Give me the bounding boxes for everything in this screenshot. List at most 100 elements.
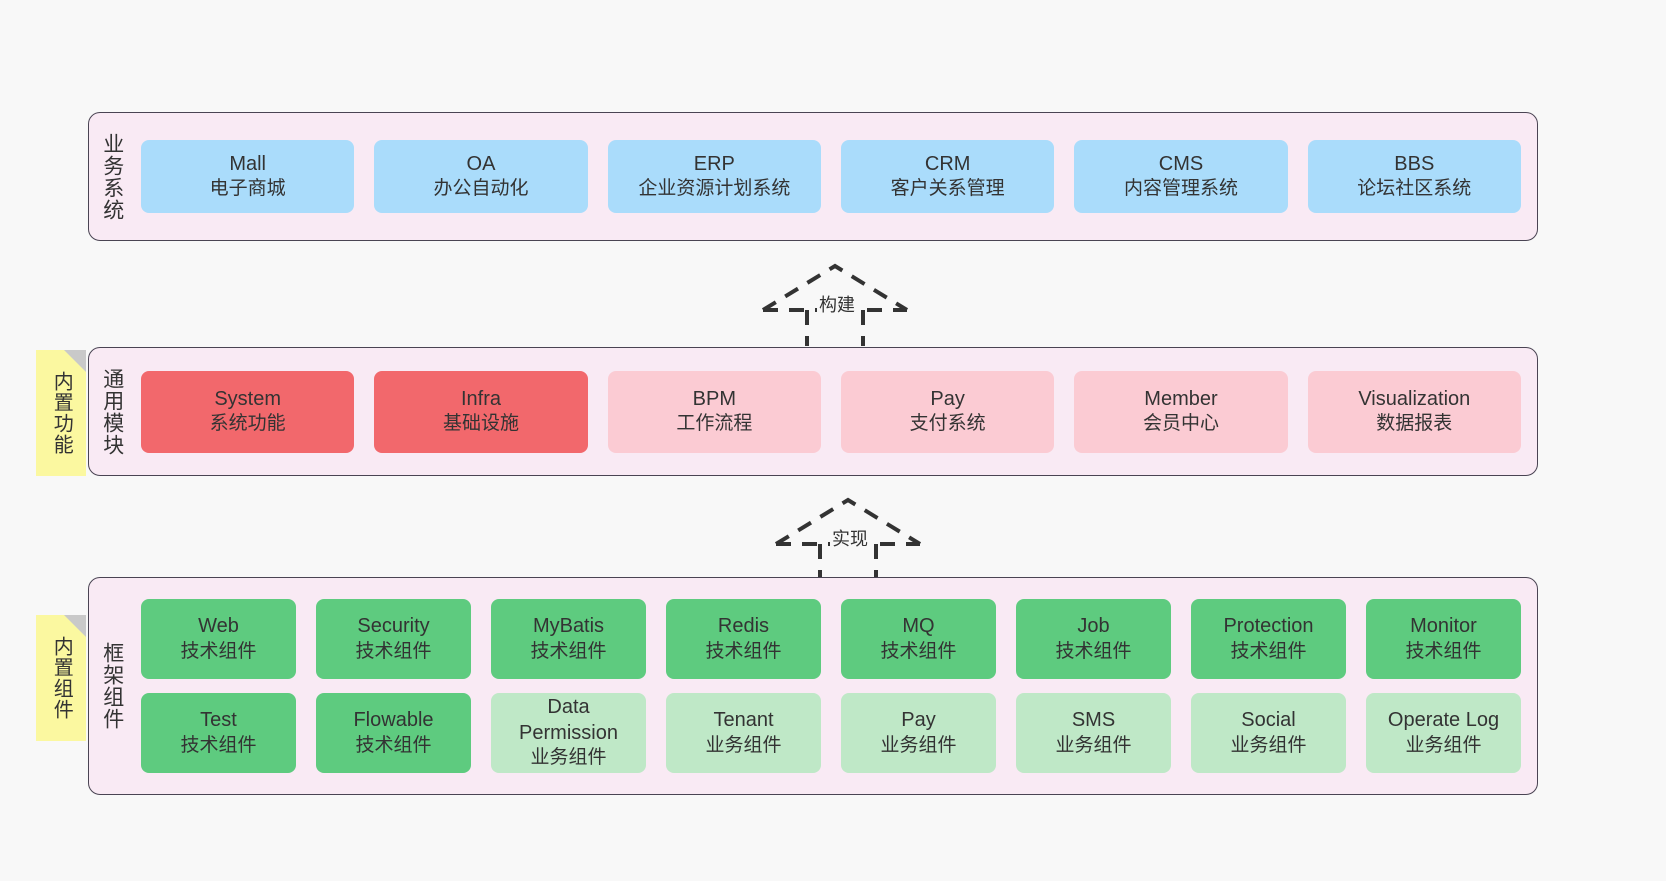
card-title: Job <box>1077 615 1110 638</box>
card-title: Visualization <box>1358 387 1471 410</box>
card-mq[interactable]: MQ 技术组件 <box>841 599 996 679</box>
card-subtitle: 系统功能 <box>209 413 286 435</box>
card-erp[interactable]: ERP 企业资源计划系统 <box>607 140 821 213</box>
layer-framework-components: 框架组件 Web 技术组件 Security 技术组件 MyBatis 技术组件… <box>88 577 1538 795</box>
layer-business-systems: 业务系统 Mall 电子商城 OA 办公自动化 ERP 企业资源计划系统 CRM… <box>88 112 1538 241</box>
card-system[interactable]: System 系统功能 <box>141 370 355 453</box>
card-crm[interactable]: CRM 客户关系管理 <box>840 140 1055 213</box>
card-title: Social <box>1241 709 1296 732</box>
card-oa[interactable]: OA 办公自动化 <box>374 140 588 213</box>
card-title: Redis <box>717 615 770 638</box>
card-row: Web 技术组件 Security 技术组件 MyBatis 技术组件 Redi… <box>141 599 1521 679</box>
card-mall[interactable]: Mall 电子商城 <box>141 140 355 213</box>
card-subtitle: 业务组件 <box>530 747 607 769</box>
layer-caption-business-systems: 业务系统 <box>100 132 124 221</box>
card-subtitle: 技术组件 <box>880 640 957 662</box>
card-subtitle: 电子商城 <box>209 178 286 200</box>
sticky-note-builtin-features: 内置功能 <box>36 350 86 476</box>
sticky-note-builtin-components: 内置组件 <box>36 615 86 741</box>
card-protection[interactable]: Protection 技术组件 <box>1191 599 1346 679</box>
card-title: System <box>214 387 281 410</box>
card-title: MyBatis <box>532 615 605 638</box>
card-subtitle: 技术组件 <box>355 640 432 662</box>
card-operate-log[interactable]: Operate Log 业务组件 <box>1366 693 1521 773</box>
card-title: ERP <box>693 152 735 175</box>
card-subtitle: 客户关系管理 <box>890 178 1005 200</box>
card-member[interactable]: Member 会员中心 <box>1074 370 1288 453</box>
generalization-arrow-icon <box>761 263 909 346</box>
card-subtitle: 论坛社区系统 <box>1357 178 1472 200</box>
card-subtitle: 数据报表 <box>1376 413 1453 435</box>
card-subtitle: 企业资源计划系统 <box>638 178 791 200</box>
layer-caption-common-modules: 通用模块 <box>100 367 124 456</box>
card-social[interactable]: Social 业务组件 <box>1191 693 1346 773</box>
card-mybatis[interactable]: MyBatis 技术组件 <box>491 599 646 679</box>
card-row: Test 技术组件 Flowable 技术组件 Data Permission … <box>141 693 1521 773</box>
card-security[interactable]: Security 技术组件 <box>316 599 471 679</box>
page-fold-icon <box>64 615 86 637</box>
card-row: System 系统功能 Infra 基础设施 BPM 工作流程 Pay 支付系统… <box>141 370 1521 453</box>
card-title: Mall <box>229 152 266 175</box>
card-monitor[interactable]: Monitor 技术组件 <box>1366 599 1521 679</box>
card-flowable[interactable]: Flowable 技术组件 <box>316 693 471 773</box>
card-bpm[interactable]: BPM 工作流程 <box>607 370 821 453</box>
card-sms[interactable]: SMS 业务组件 <box>1016 693 1171 773</box>
card-subtitle: 业务组件 <box>880 734 957 756</box>
card-subtitle: 技术组件 <box>180 640 257 662</box>
card-subtitle: 基础设施 <box>442 413 519 435</box>
card-subtitle: 支付系统 <box>909 413 986 435</box>
layer-body-framework-components: Web 技术组件 Security 技术组件 MyBatis 技术组件 Redi… <box>135 578 1537 794</box>
card-subtitle: 业务组件 <box>1405 734 1482 756</box>
card-web[interactable]: Web 技术组件 <box>141 599 296 679</box>
card-subtitle: 内容管理系统 <box>1123 178 1238 200</box>
card-title: Protection <box>1223 615 1314 638</box>
card-title: Member <box>1144 387 1218 410</box>
card-title: Pay <box>901 709 936 732</box>
card-infra[interactable]: Infra 基础设施 <box>374 370 588 453</box>
card-subtitle: 技术组件 <box>530 640 607 662</box>
card-subtitle: 技术组件 <box>180 734 257 756</box>
card-title: Security <box>357 615 430 638</box>
card-cms[interactable]: CMS 内容管理系统 <box>1074 140 1288 213</box>
card-pay-module[interactable]: Pay 支付系统 <box>840 370 1055 453</box>
card-title: BPM <box>692 387 736 410</box>
card-tenant[interactable]: Tenant 业务组件 <box>666 693 821 773</box>
card-title: Tenant <box>713 709 774 732</box>
card-title: Web <box>198 615 239 638</box>
card-title: CMS <box>1158 152 1204 175</box>
layer-body-business-systems: Mall 电子商城 OA 办公自动化 ERP 企业资源计划系统 CRM 客户关系… <box>135 113 1537 240</box>
card-title: Data Permission <box>519 696 618 744</box>
card-title: OA <box>466 152 496 175</box>
connector-label: 构建 <box>817 291 857 317</box>
card-subtitle: 业务组件 <box>1055 734 1132 756</box>
card-subtitle: 技术组件 <box>355 734 432 756</box>
card-title: Monitor <box>1410 615 1477 638</box>
card-test[interactable]: Test 技术组件 <box>141 693 296 773</box>
sticky-note-label: 内置组件 <box>50 636 73 720</box>
card-title: MQ <box>902 615 935 638</box>
connector-label: 实现 <box>830 525 870 551</box>
card-title: SMS <box>1071 709 1116 732</box>
card-title: Pay <box>930 387 965 410</box>
layer-caption-framework-components: 框架组件 <box>100 642 124 730</box>
card-data-permission[interactable]: Data Permission 业务组件 <box>491 693 646 773</box>
connector-build: 构建 <box>755 258 915 346</box>
card-subtitle: 技术组件 <box>705 640 782 662</box>
generalization-arrow-icon <box>774 497 922 580</box>
card-title: Flowable <box>353 709 434 732</box>
card-job[interactable]: Job 技术组件 <box>1016 599 1171 679</box>
card-title: Operate Log <box>1387 709 1500 732</box>
card-subtitle: 工作流程 <box>676 413 753 435</box>
card-visualization[interactable]: Visualization 数据报表 <box>1307 370 1521 453</box>
card-title: BBS <box>1394 152 1435 175</box>
card-pay-component[interactable]: Pay 业务组件 <box>841 693 996 773</box>
card-bbs[interactable]: BBS 论坛社区系统 <box>1307 140 1521 213</box>
card-subtitle: 办公自动化 <box>433 178 529 200</box>
card-redis[interactable]: Redis 技术组件 <box>666 599 821 679</box>
card-subtitle: 业务组件 <box>705 734 782 756</box>
card-subtitle: 业务组件 <box>1230 734 1307 756</box>
layer-body-common-modules: System 系统功能 Infra 基础设施 BPM 工作流程 Pay 支付系统… <box>135 348 1537 475</box>
page-fold-icon <box>64 350 86 372</box>
card-subtitle: 会员中心 <box>1142 413 1219 435</box>
